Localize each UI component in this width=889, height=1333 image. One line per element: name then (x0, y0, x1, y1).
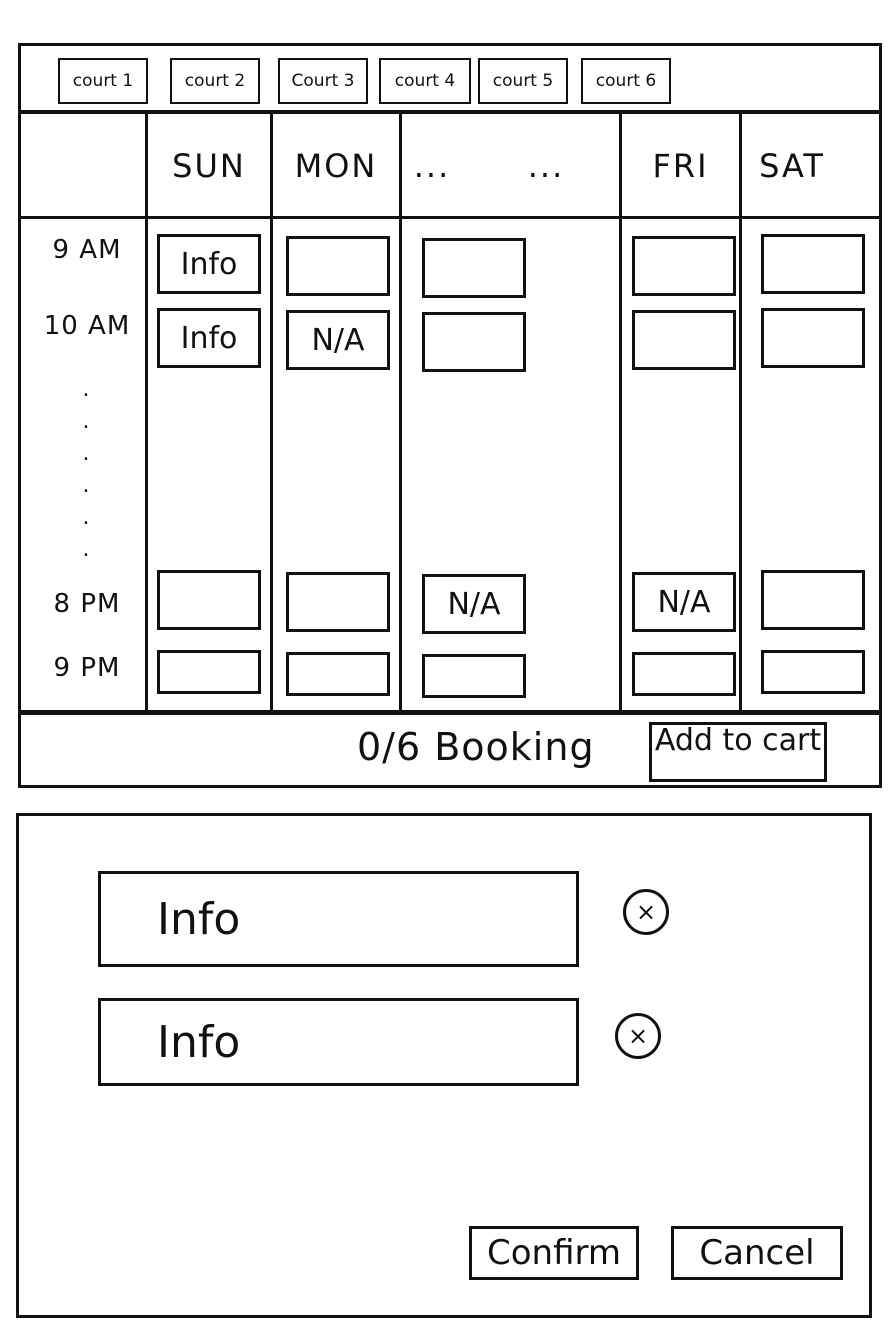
slot-fri-9pm[interactable] (632, 652, 736, 696)
day-header-ellipsis: ... (413, 147, 451, 185)
day-header-fri: FRI (652, 147, 709, 185)
tab-court-5[interactable]: court 5 (478, 58, 568, 104)
time-label-9am: 9 AM (52, 235, 122, 265)
slot-fri-9am[interactable] (632, 236, 736, 296)
slot-sat-9am[interactable] (761, 234, 865, 294)
slot-sun-8pm[interactable] (157, 570, 261, 630)
slot-sun-9pm[interactable] (157, 650, 261, 694)
time-label-10am: 10 AM (43, 311, 131, 341)
cart-item: Info (98, 998, 579, 1086)
tab-court-4[interactable]: court 4 (379, 58, 471, 104)
slot-mon-9am[interactable] (286, 236, 390, 296)
column-divider (619, 114, 622, 710)
tab-court-6[interactable]: court 6 (581, 58, 671, 104)
slot-mon-10am[interactable]: N/A (286, 310, 390, 370)
add-to-cart-button[interactable]: Add to cart (649, 722, 827, 782)
slot-mid-8pm[interactable]: N/A (422, 574, 526, 634)
slot-mid-9pm[interactable] (422, 654, 526, 698)
tab-court-2[interactable]: court 2 (170, 58, 260, 104)
cart-item: Info (98, 871, 579, 967)
time-label-8pm: 8 PM (53, 589, 121, 619)
slot-mon-9pm[interactable] (286, 652, 390, 696)
time-ellipsis: . . . . . . (82, 377, 90, 562)
column-divider (270, 114, 273, 710)
slot-sun-10am[interactable]: Info (157, 308, 261, 368)
cancel-button[interactable]: Cancel (671, 1226, 843, 1280)
slot-sun-9am[interactable]: Info (157, 234, 261, 294)
court-scheduler: court 1 court 2 Court 3 court 4 court 5 … (18, 43, 882, 788)
cart-panel: Info × Info × Confirm Cancel (16, 813, 872, 1318)
slot-sat-8pm[interactable] (761, 570, 865, 630)
footer-divider (21, 710, 879, 715)
schedule-grid: SUN MON ... ... FRI SAT 9 AM 10 AM . . .… (21, 114, 879, 710)
slot-mon-8pm[interactable] (286, 572, 390, 632)
tab-court-3[interactable]: Court 3 (278, 58, 368, 104)
slot-mid-9am[interactable] (422, 238, 526, 298)
slot-fri-8pm[interactable]: N/A (632, 572, 736, 632)
slot-sat-10am[interactable] (761, 308, 865, 368)
slot-fri-10am[interactable] (632, 310, 736, 370)
confirm-button[interactable]: Confirm (469, 1226, 639, 1280)
day-header-ellipsis: ... (527, 147, 565, 185)
column-divider (399, 114, 402, 710)
column-divider (739, 114, 742, 710)
slot-sat-9pm[interactable] (761, 650, 865, 694)
tab-court-1[interactable]: court 1 (58, 58, 148, 104)
court-tab-bar: court 1 court 2 Court 3 court 4 court 5 … (21, 46, 879, 114)
remove-item-icon[interactable]: × (615, 1013, 661, 1059)
slot-mid-10am[interactable] (422, 312, 526, 372)
column-divider (145, 114, 148, 710)
header-divider (21, 216, 879, 219)
booking-count: 0/6 Booking (357, 725, 595, 769)
day-header-mon: MON (294, 147, 378, 185)
remove-item-icon[interactable]: × (623, 889, 669, 935)
time-label-9pm: 9 PM (53, 653, 121, 683)
day-header-sun: SUN (172, 147, 246, 185)
day-header-sat: SAT (759, 147, 825, 185)
